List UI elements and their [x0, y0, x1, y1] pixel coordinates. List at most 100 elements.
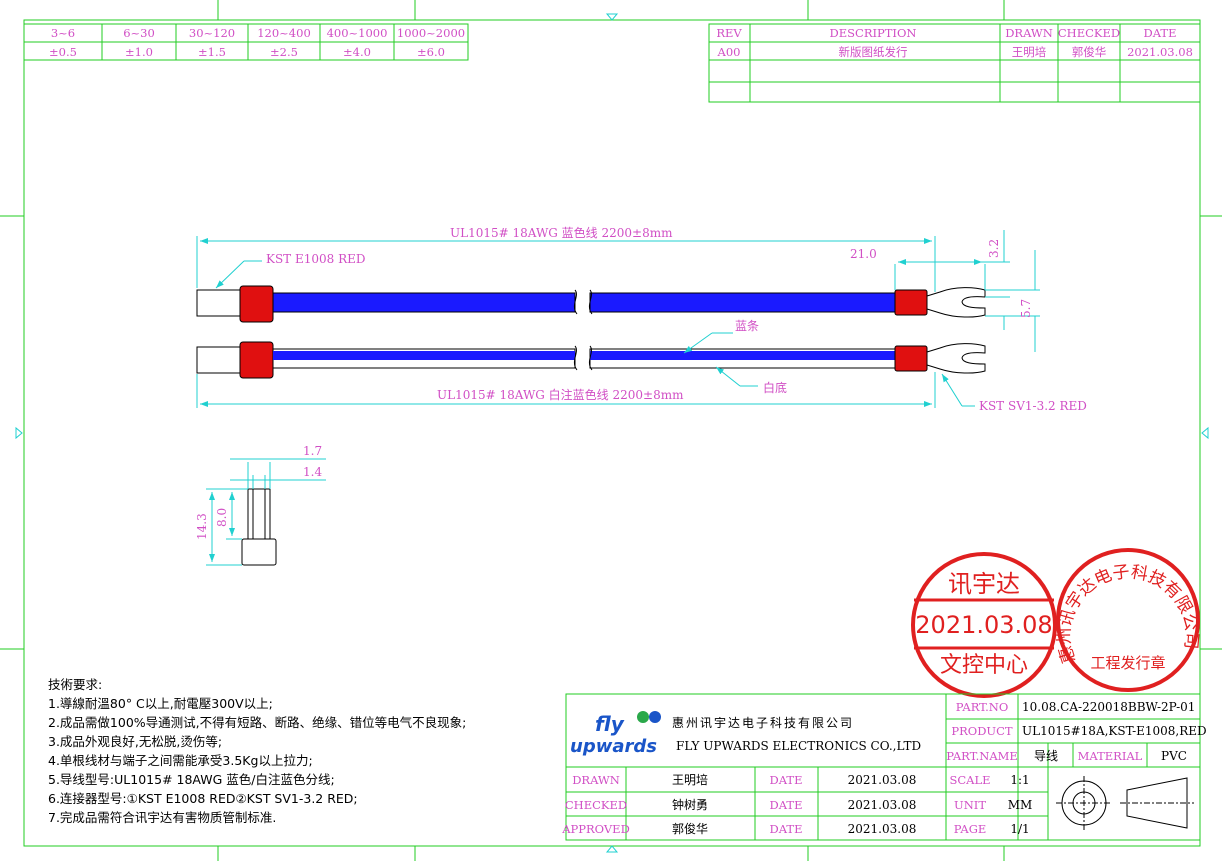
checked-value: 郭俊华 — [1072, 45, 1107, 59]
drawn-value: 王明培 — [1012, 45, 1047, 59]
date-value-3: 2021.03.08 — [848, 822, 917, 836]
dim-14-3: 14.3 — [195, 513, 209, 540]
note-item: 7.完成品需符合讯宇达有害物质管制标准. — [48, 810, 277, 825]
approved-value: 郭俊华 — [672, 821, 708, 836]
logo-leaf-icon — [649, 711, 661, 723]
drawn-header: DRAWN — [1005, 26, 1053, 40]
date-label-3: DATE — [770, 822, 803, 836]
page-label: PAGE — [954, 822, 987, 836]
note-item: 2.成品需做100%导通测试,不得有短路、断路、绝缘、错位等电气不良现象; — [48, 715, 467, 730]
company-seal: 惠州讯宇达电子科技有限公司 工程发行章 — [1055, 548, 1202, 692]
revision-table: REV DESCRIPTION DRAWN CHECKED DATE A00 新… — [708, 23, 1201, 103]
ferrule-sleeve — [239, 285, 274, 323]
fork-terminal — [926, 343, 986, 374]
cable-assembly: UL1015# 18AWG 蓝色线 2200±8mm KST E1008 RED… — [196, 226, 1087, 413]
tolerance-table: 3~6 6~30 30~120 120~400 400~1000 1000~20… — [23, 23, 469, 61]
blue-stripe — [273, 351, 575, 360]
scale-label: SCALE — [949, 773, 990, 787]
blue-wire-segment — [272, 292, 576, 313]
stamp-left-top: 讯宇达 — [948, 570, 1020, 598]
fork-terminal — [926, 287, 986, 318]
dim-21: 21.0 — [850, 247, 877, 261]
notes-title: 技術要求: — [48, 677, 103, 692]
blue-wire-segment — [589, 292, 896, 313]
rev-value: A00 — [717, 45, 741, 59]
note-item: 4.单根线材与端子之间需能承受3.5Kg以上拉力; — [48, 753, 313, 768]
note-item: 5.导线型号:UL1015# 18AWG 蓝色/白注蓝色分线; — [48, 772, 335, 787]
product-value: UL1015#18A,KST-E1008,RED — [1022, 724, 1207, 738]
base-label: 白底 — [763, 380, 787, 395]
scale-value: 1:1 — [1010, 773, 1029, 787]
ferrule-sleeve — [239, 341, 274, 379]
seal-bottom-text: 工程发行章 — [1090, 654, 1165, 672]
connector-right-label: KST SV1-3.2 RED — [979, 399, 1087, 413]
logo-upwards: upwards — [570, 736, 657, 757]
checked-label: CHECKED — [565, 798, 627, 812]
tol-range-2: 6~30 — [123, 26, 155, 40]
material-value: PVC — [1161, 749, 1187, 763]
approved-label: APPROVED — [561, 822, 630, 836]
seal-ring-text: 惠州讯宇达电子科技有限公司 — [1055, 562, 1202, 665]
company-cn: 惠州讯宇达电子科技有限公司 — [672, 716, 854, 730]
fork-terminal-body — [894, 289, 928, 316]
tol-value-1: ±0.5 — [49, 45, 77, 59]
tol-range-6: 1000~2000 — [397, 26, 465, 40]
date-label-1: DATE — [770, 773, 803, 787]
date-value: 2021.03.08 — [1127, 45, 1193, 59]
blue-stripe — [590, 351, 895, 360]
date-value-1: 2021.03.08 — [848, 773, 917, 787]
part-no-label: PART.NO — [956, 700, 1009, 714]
dim-3-2: 3.2 — [987, 239, 1001, 258]
logo-fly: fly — [595, 712, 625, 736]
stamp-left-bottom: 文控中心 — [940, 653, 1028, 678]
ferrule-detail: 1.7 1.4 14.3 8.0 — [195, 444, 326, 566]
tol-value-3: ±1.5 — [198, 45, 226, 59]
ferrule-tube — [196, 289, 242, 317]
note-item: 3.成品外观良好,无松脱,烫伤等; — [48, 734, 223, 749]
tol-value-2: ±1.0 — [125, 45, 153, 59]
part-name-label: PART.NAME — [946, 749, 1018, 763]
tol-range-3: 30~120 — [189, 26, 235, 40]
dim-8-0: 8.0 — [215, 508, 229, 527]
date-value-2: 2021.03.08 — [848, 798, 917, 812]
technical-requirements: 技術要求: 1.導線耐溫80° C以上,耐電壓300V以上; 2.成品需做100… — [48, 675, 466, 827]
drawn-label: DRAWN — [572, 773, 620, 787]
tol-value-4: ±2.5 — [270, 45, 298, 59]
stamp-left-date: 2021.03.08 — [915, 611, 1052, 639]
checked-header: CHECKED — [1058, 26, 1120, 40]
product-label: PRODUCT — [951, 724, 1013, 738]
rev-header: REV — [716, 26, 742, 40]
ferrule-tube — [196, 346, 242, 374]
dim-1-4: 1.4 — [303, 465, 322, 479]
date-label-2: DATE — [770, 798, 803, 812]
page-value: 1/1 — [1010, 822, 1029, 836]
tol-range-1: 3~6 — [51, 26, 75, 40]
wire2-label: UL1015# 18AWG 白注蓝色线 2200±8mm — [437, 387, 684, 402]
dim-1-7: 1.7 — [303, 444, 322, 458]
unit-label: UNIT — [954, 798, 986, 812]
part-name-value: 导线 — [1034, 749, 1058, 763]
tol-range-5: 400~1000 — [327, 26, 388, 40]
dim-5-7: 5.7 — [1019, 299, 1033, 318]
stripe-label: 蓝条 — [735, 319, 759, 333]
part-no-value: 10.08.CA-220018BBW-2P-01 — [1022, 700, 1195, 714]
description-value: 新版图纸发行 — [839, 45, 908, 59]
projection-symbol-icon — [1056, 776, 1194, 830]
note-item: 1.導線耐溫80° C以上,耐電壓300V以上; — [48, 696, 273, 711]
date-header: DATE — [1144, 26, 1177, 40]
tol-range-4: 120~400 — [257, 26, 311, 40]
checked-value: 钟树勇 — [672, 797, 708, 812]
drawn-value: 王明培 — [672, 772, 708, 787]
doc-control-stamp: 讯宇达 2021.03.08 文控中心 — [911, 552, 1057, 698]
tol-value-6: ±6.0 — [417, 45, 445, 59]
title-block: fly upwards 惠州讯宇达电子科技有限公司 FLY UPWARDS EL… — [561, 693, 1207, 841]
wire1-label: UL1015# 18AWG 蓝色线 2200±8mm — [450, 226, 673, 240]
connector-left-label: KST E1008 RED — [266, 252, 366, 266]
company-en: FLY UPWARDS ELECTRONICS CO.,LTD — [676, 739, 921, 753]
logo-leaf-icon — [637, 711, 649, 723]
description-header: DESCRIPTION — [830, 26, 917, 40]
material-label: MATERIAL — [1078, 749, 1143, 763]
unit-value: MM — [1008, 798, 1033, 812]
